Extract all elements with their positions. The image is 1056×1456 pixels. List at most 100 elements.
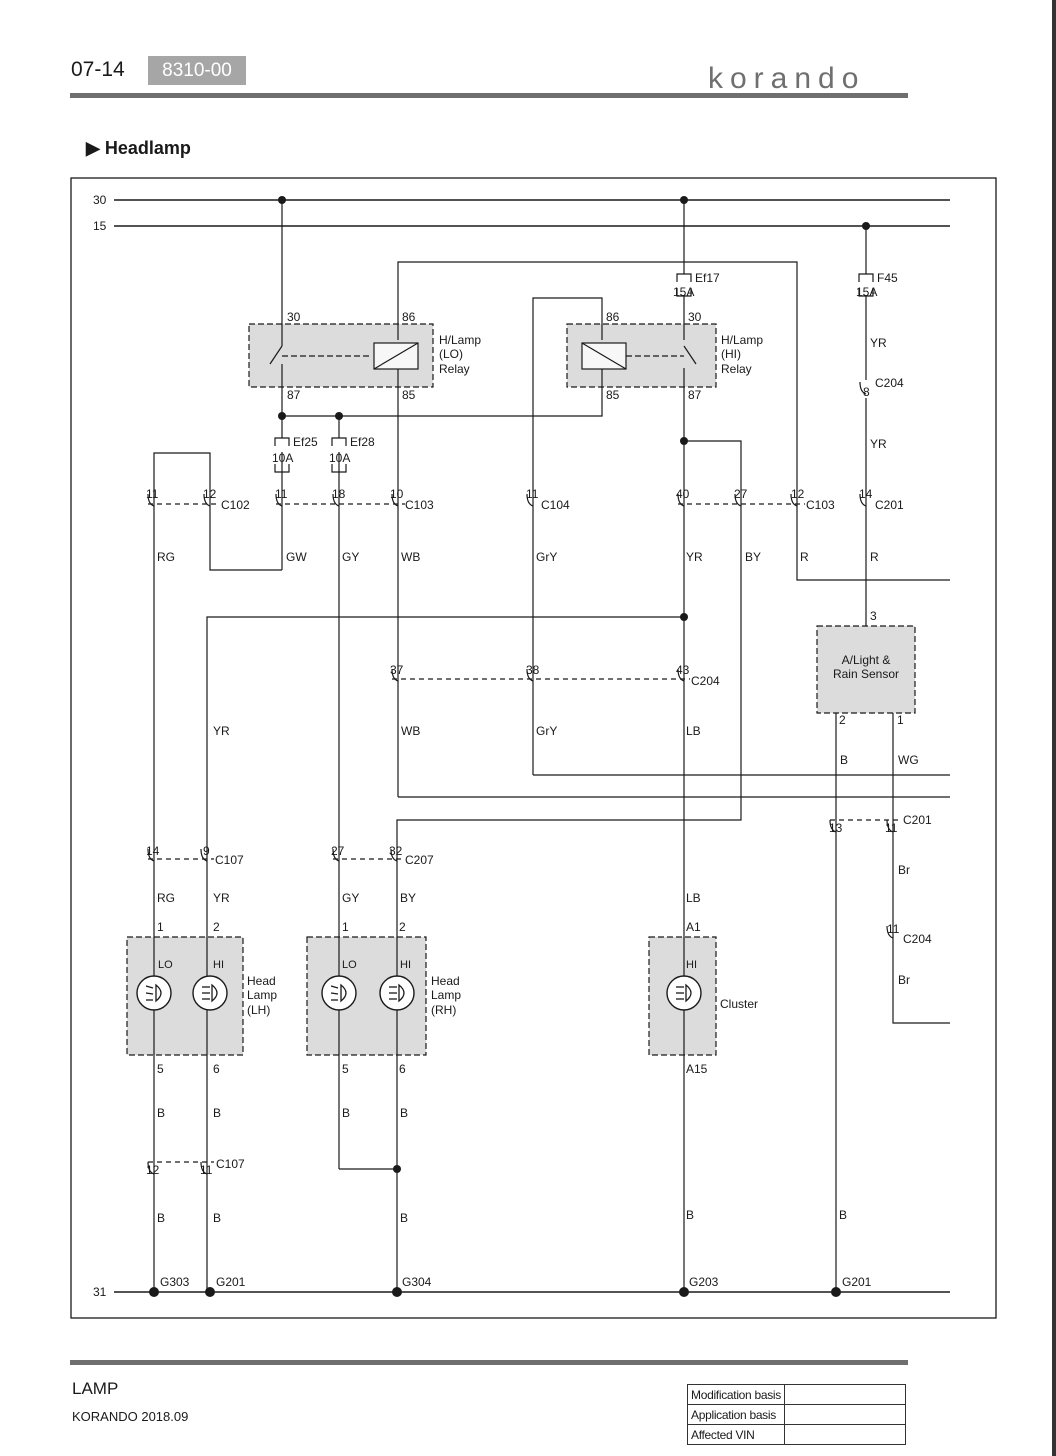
wire-color: R: [800, 550, 809, 564]
pin-number: 2: [399, 920, 406, 934]
fuse-symbols: [274, 273, 874, 473]
wire-color: YR: [870, 437, 887, 451]
pin-number: 38: [526, 663, 540, 677]
connector-label: C102: [221, 498, 250, 512]
relay-pin: 86: [606, 310, 620, 324]
fuse-name: Ef28: [350, 435, 375, 449]
table-value: [783, 1404, 906, 1425]
bus-lines: [114, 199, 950, 1293]
pin-number: 1: [897, 713, 904, 727]
component-label: Lamp: [431, 988, 461, 1002]
connector-label: C204: [875, 376, 904, 390]
wire-color: B: [839, 1208, 847, 1222]
wire-color: LB: [686, 724, 701, 738]
connector-label: C204: [691, 674, 720, 688]
relay-pin: 87: [287, 388, 301, 402]
pin-number: 11: [275, 487, 288, 501]
wire-color: YR: [213, 891, 230, 905]
pin-number: 1: [157, 920, 164, 934]
fuse-name: Ef25: [293, 435, 318, 449]
lamp-label: LO: [158, 959, 173, 971]
wire-color: GY: [342, 891, 359, 905]
pin-number: 1: [342, 920, 349, 934]
relay-pin: 87: [688, 388, 702, 402]
wire-color: B: [213, 1106, 221, 1120]
fuse-rating: 15A: [856, 285, 877, 299]
lamp-label: LO: [342, 959, 357, 971]
bus-label: 31: [93, 1285, 107, 1299]
section-title: ▶ Headlamp: [86, 138, 191, 159]
connector-label: C104: [541, 498, 570, 512]
pin-number: 43: [676, 663, 690, 677]
ground-label: G201: [216, 1275, 246, 1289]
component-label: (RH): [431, 1003, 456, 1017]
wire-color: GrY: [536, 550, 557, 564]
wire-color: B: [840, 753, 848, 767]
ground-label: G304: [402, 1275, 432, 1289]
pin-number: 40: [676, 487, 690, 501]
wire-color: WB: [401, 724, 420, 738]
section-code-badge: 8310-00: [148, 56, 246, 85]
relay-lo-switch: [269, 345, 283, 365]
component-label: Cluster: [720, 997, 758, 1011]
wire-color: B: [342, 1106, 350, 1120]
wire-color: RG: [157, 550, 175, 564]
relay-label: Relay: [721, 362, 752, 376]
table-label: Affected VIN: [687, 1424, 785, 1445]
fuse-name: F45: [877, 271, 898, 285]
relay-label: Relay: [439, 362, 470, 376]
lh-lo-lamp-icon: [136, 975, 172, 1011]
diagram-labels: 30 15 31 30 86 87 85 H/Lamp (LO) Relay 8…: [93, 193, 932, 1299]
wire-color: YR: [686, 550, 703, 564]
lamp-label: HI: [686, 959, 697, 971]
pin-number: 27: [331, 844, 345, 858]
component-label: Head: [247, 974, 276, 988]
table-label: Application basis: [687, 1404, 785, 1425]
wire-color: WG: [898, 753, 919, 767]
wire-color: LB: [686, 891, 701, 905]
pin-number: 12: [791, 487, 805, 501]
relay-hi-switch: [683, 345, 697, 365]
connector-arcs: [147, 381, 894, 1175]
diagram-frame: [70, 177, 997, 1319]
connector-label: C204: [903, 932, 932, 946]
pin-number: 11: [146, 487, 159, 501]
pin-number: 12: [203, 487, 217, 501]
footer-category: LAMP: [72, 1379, 119, 1398]
ground-label: G201: [842, 1275, 872, 1289]
lamp-label: HI: [400, 959, 411, 971]
connector-label: C103: [806, 498, 835, 512]
wire-color: BY: [400, 891, 416, 905]
triangle-bullet-icon: ▶: [86, 138, 100, 158]
pin-number: 32: [389, 844, 403, 858]
revision-table: Modification basis Application basis Aff…: [687, 1384, 906, 1445]
pin-number: 9: [203, 844, 210, 858]
wire-color: B: [157, 1211, 165, 1225]
pin-number: 5: [157, 1062, 164, 1076]
relay-pin: 86: [402, 310, 416, 324]
relay-pin: 85: [402, 388, 416, 402]
header-rule: [70, 93, 908, 98]
pin-number: 11: [887, 922, 900, 936]
wire-color: B: [400, 1211, 408, 1225]
relay-lo-internals: [269, 340, 419, 370]
pin-number: 10: [390, 487, 404, 501]
wire-color: Br: [898, 863, 910, 877]
connector-label: C201: [875, 498, 904, 512]
wire-color: YR: [213, 724, 230, 738]
pin-number: 13: [829, 821, 843, 835]
connector-label: C107: [215, 853, 244, 867]
wire-color: B: [400, 1106, 408, 1120]
pin-number: 6: [399, 1062, 406, 1076]
wire-color: B: [686, 1208, 694, 1222]
sensor-label: A/Light &: [842, 653, 891, 667]
pin-number: 27: [734, 487, 748, 501]
wire-color: GY: [342, 550, 359, 564]
table-label: Modification basis: [687, 1384, 785, 1405]
wire-color: GrY: [536, 724, 557, 738]
table-value: [783, 1384, 906, 1405]
wire-color: YR: [870, 336, 887, 350]
wire-color: RG: [157, 891, 175, 905]
fuse-rating: 15A: [673, 285, 694, 299]
